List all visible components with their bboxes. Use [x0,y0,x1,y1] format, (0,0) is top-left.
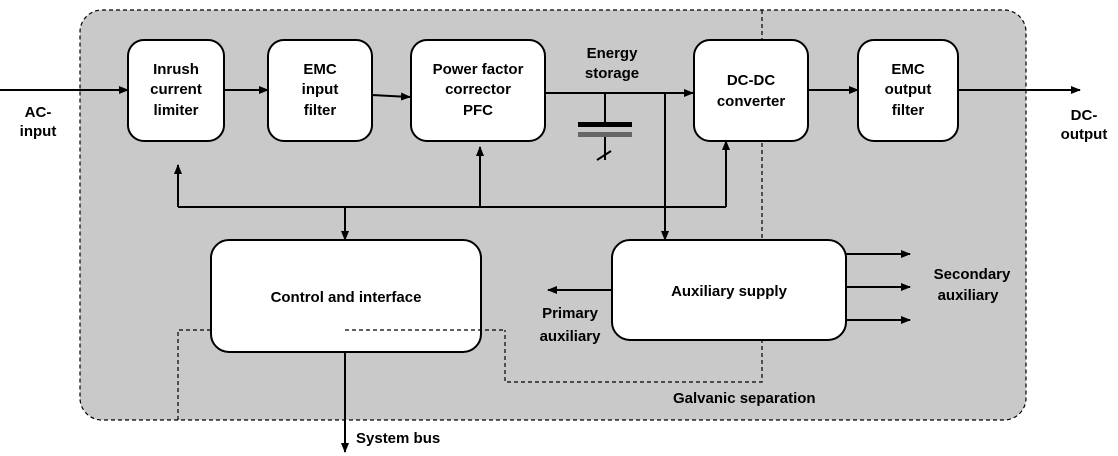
system-bus-separation-line [177,329,345,420]
energy-storage-label-1: Energy [587,45,639,62]
emc-in-label-2: input [302,81,339,98]
inrush-label-1: Inrush [153,61,199,78]
dc-output-label-1: DC- [1071,107,1098,124]
emc-in-label-1: EMC [303,61,337,78]
emc-out-label-2: output [885,81,932,98]
energy-storage-label-2: storage [585,65,639,82]
control-label: Control and interface [271,289,422,306]
secondary-aux-label-1: Secondary [934,266,1011,283]
emc-out-label-1: EMC [891,61,925,78]
ac-input-label-1: AC- [25,104,52,121]
primary-aux-label-2: auxiliary [540,328,602,345]
galvanic-separation-line [504,10,763,383]
auxiliary-supply-block: Auxiliary supply [611,239,847,341]
emc-input-filter-block: EMC input filter [267,39,373,142]
pfc-block: Power factor corrector PFC [410,39,546,142]
pfc-label-1: Power factor [433,61,524,78]
capacitor-plate-bottom [578,132,632,137]
dc-output-label-2: output [1061,126,1108,143]
aux-label: Auxiliary supply [671,283,788,300]
dcdc-label-1: DC-DC [727,72,775,89]
control-and-interface-block: Control and interface [210,239,482,353]
secondary-aux-label-2: auxiliary [938,287,1000,304]
primary-aux-label-1: Primary [542,305,599,322]
capacitor-plate-top [578,122,632,127]
pfc-label-2: corrector [445,81,511,98]
dc-dc-converter-block: DC-DC converter [693,39,809,142]
pfc-label-3: PFC [463,102,493,119]
inrush-current-limiter-block: Inrush current limiter [127,39,225,142]
emc-in-label-3: filter [304,102,337,119]
emc-out-label-3: filter [892,102,925,119]
ac-input-label-2: input [20,123,57,140]
inrush-label-3: limiter [153,102,198,119]
inrush-label-2: current [150,81,202,98]
galvanic-separation-label: Galvanic separation [673,390,816,407]
emc-output-filter-block: EMC output filter [857,39,959,142]
dcdc-label-2: converter [717,93,786,110]
system-bus-label: System bus [356,430,440,447]
capacitor-ground-tick [596,150,612,161]
